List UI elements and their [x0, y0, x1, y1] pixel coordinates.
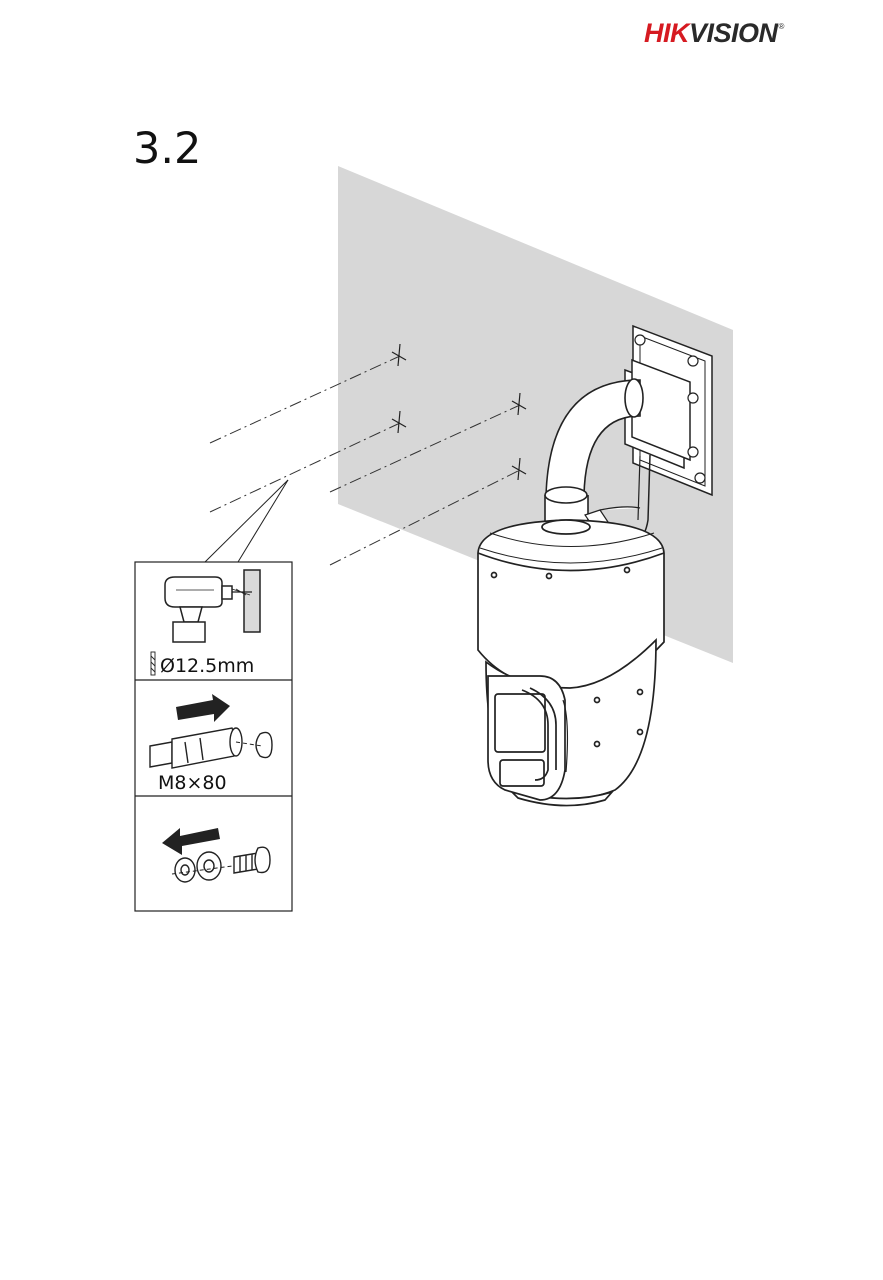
drill-diameter-label: Ø12.5mm [160, 655, 254, 677]
bolt-size-label: M8×80 [158, 772, 227, 794]
callout-lines [205, 480, 288, 562]
ptz-camera [478, 520, 664, 806]
